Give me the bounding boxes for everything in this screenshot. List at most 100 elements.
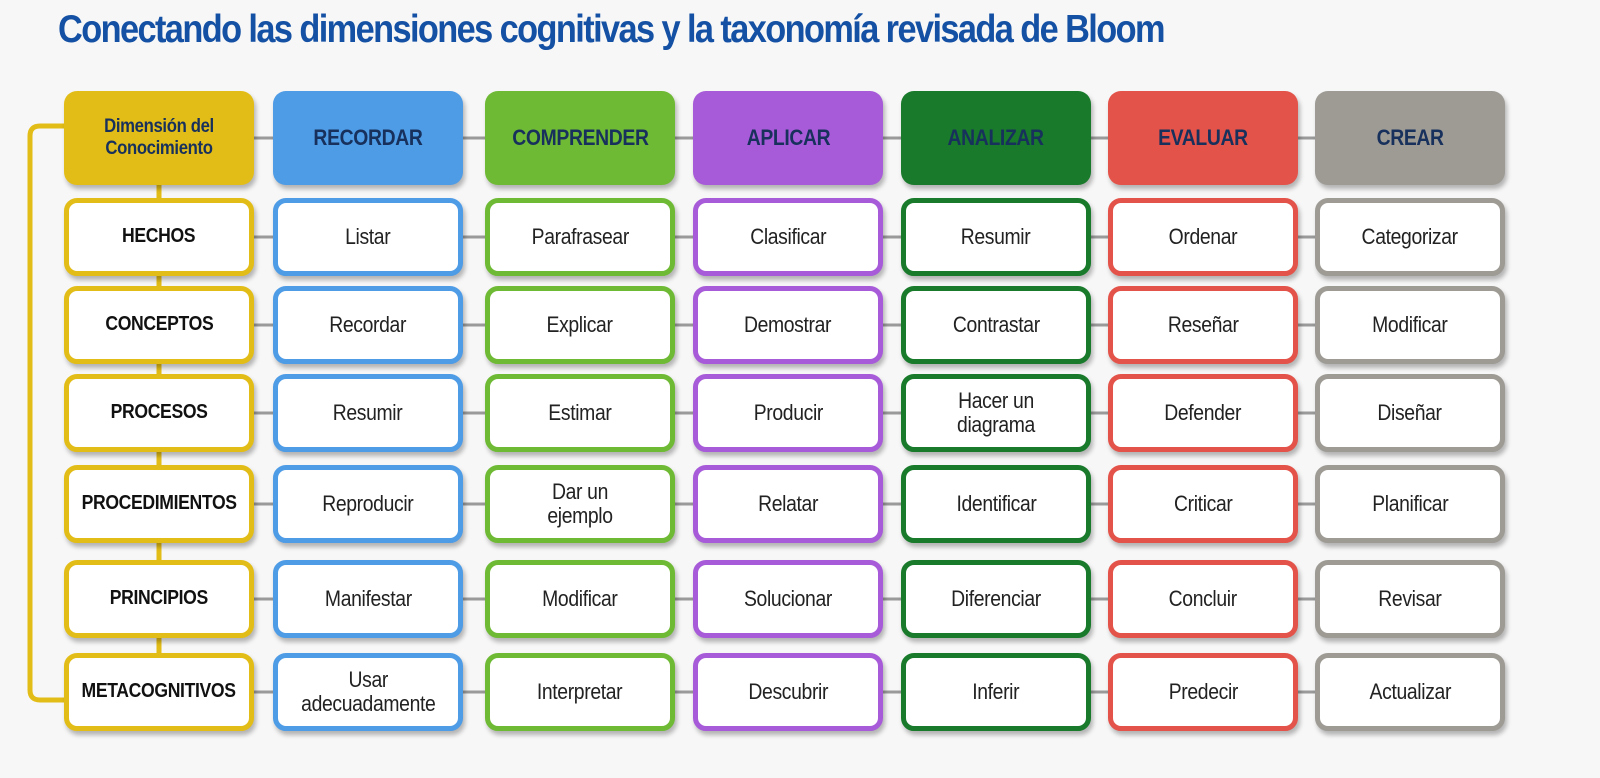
header-crear: CREAR [1315,91,1505,185]
header-recordar: RECORDAR [273,91,463,185]
cell-aplicar-hechos: Clasificar [693,198,883,276]
dimension-procesos-label: PROCESOS [110,401,208,424]
dimension-hechos: HECHOS [64,198,254,276]
header-crear-label: CREAR [1376,125,1444,151]
dimension-principios: PRINCIPIOS [64,560,254,638]
page-title: Conectando las dimensiones cognitivas y … [58,8,1166,51]
dimension-conceptos: CONCEPTOS [64,286,254,364]
cell-aplicar-conceptos-label: Demostrar [744,312,832,338]
cell-recordar-procesos: Resumir [273,374,463,452]
cell-analizar-metacognitivos-label: Inferir [972,679,1020,705]
cell-comprender-procedimientos-label: Dar un ejemplo [547,479,613,528]
header-analizar: ANALIZAR [901,91,1091,185]
cell-crear-conceptos-label: Modificar [1372,312,1448,338]
cell-crear-procesos: Diseñar [1315,374,1505,452]
cell-evaluar-hechos-label: Ordenar [1168,224,1238,250]
cell-recordar-conceptos: Recordar [273,286,463,364]
cell-comprender-conceptos: Explicar [485,286,675,364]
dimension-procedimientos-label: PROCEDIMIENTOS [81,492,237,515]
cell-recordar-hechos: Listar [273,198,463,276]
cell-comprender-procesos-label: Estimar [548,400,612,426]
cell-aplicar-procesos: Producir [693,374,883,452]
cell-evaluar-hechos: Ordenar [1108,198,1298,276]
cell-crear-principios: Revisar [1315,560,1505,638]
header-aplicar: APLICAR [693,91,883,185]
dimension-principios-label: PRINCIPIOS [109,587,209,610]
dimension-header: Dimensión del Conocimiento [64,91,254,185]
cell-analizar-hechos: Resumir [901,198,1091,276]
cell-aplicar-principios: Solucionar [693,560,883,638]
cell-analizar-hechos-label: Resumir [961,224,1031,250]
cell-crear-procedimientos: Planificar [1315,465,1505,543]
cell-comprender-hechos-label: Parafrasear [531,224,629,250]
cell-recordar-procedimientos: Reproducir [273,465,463,543]
cell-evaluar-metacognitivos-label: Predecir [1168,679,1238,705]
dimension-metacognitivos-label: METACOGNITIVOS [81,680,237,703]
cell-crear-metacognitivos-label: Actualizar [1369,679,1451,705]
header-aplicar-label: APLICAR [746,125,830,151]
cell-aplicar-conceptos: Demostrar [693,286,883,364]
cell-comprender-procedimientos: Dar un ejemplo [485,465,675,543]
dimension-header-label: Dimensión del Conocimiento [104,116,214,159]
cell-comprender-principios-label: Modificar [542,586,618,612]
cell-recordar-procesos-label: Resumir [333,400,403,426]
cell-evaluar-procedimientos: Criticar [1108,465,1298,543]
dimension-hechos-label: HECHOS [122,225,196,248]
cell-evaluar-metacognitivos: Predecir [1108,653,1298,731]
cell-aplicar-procedimientos: Relatar [693,465,883,543]
cell-recordar-hechos-label: Listar [345,224,391,250]
cell-comprender-metacognitivos: Interpretar [485,653,675,731]
cell-comprender-hechos: Parafrasear [485,198,675,276]
cell-evaluar-principios: Concluir [1108,560,1298,638]
cell-evaluar-procedimientos-label: Criticar [1173,491,1233,517]
cell-aplicar-procesos-label: Producir [753,400,823,426]
header-analizar-label: ANALIZAR [947,125,1045,151]
header-recordar-label: RECORDAR [313,125,423,151]
cell-comprender-metacognitivos-label: Interpretar [537,679,623,705]
cell-comprender-conceptos-label: Explicar [546,312,614,338]
cell-crear-hechos: Categorizar [1315,198,1505,276]
cell-analizar-conceptos: Contrastar [901,286,1091,364]
cell-analizar-procesos-label: Hacer un diagrama [957,388,1035,437]
cell-aplicar-metacognitivos: Descubrir [693,653,883,731]
header-evaluar-label: EVALUAR [1158,125,1248,151]
cell-evaluar-procesos: Defender [1108,374,1298,452]
cell-recordar-metacognitivos-label: Usar adecuadamente [300,667,436,716]
cell-evaluar-conceptos-label: Reseñar [1167,312,1239,338]
header-evaluar: EVALUAR [1108,91,1298,185]
cell-comprender-principios: Modificar [485,560,675,638]
header-comprender: COMPRENDER [485,91,675,185]
cell-crear-principios-label: Revisar [1378,586,1442,612]
cell-analizar-procesos: Hacer un diagrama [901,374,1091,452]
cell-crear-metacognitivos: Actualizar [1315,653,1505,731]
cell-crear-procesos-label: Diseñar [1377,400,1443,426]
cell-crear-hechos-label: Categorizar [1361,224,1459,250]
cell-recordar-principios-label: Manifestar [324,586,412,612]
dimension-conceptos-label: CONCEPTOS [105,313,213,336]
cell-analizar-principios-label: Diferenciar [951,586,1041,612]
cell-recordar-principios: Manifestar [273,560,463,638]
cell-evaluar-procesos-label: Defender [1164,400,1242,426]
cell-analizar-procedimientos: Identificar [901,465,1091,543]
cell-analizar-procedimientos-label: Identificar [955,491,1037,517]
cell-analizar-metacognitivos: Inferir [901,653,1091,731]
cell-comprender-procesos: Estimar [485,374,675,452]
cell-recordar-procedimientos-label: Reproducir [322,491,414,517]
cell-evaluar-principios-label: Concluir [1168,586,1238,612]
cell-aplicar-hechos-label: Clasificar [749,224,827,250]
cell-aplicar-principios-label: Solucionar [744,586,832,612]
cell-crear-procedimientos-label: Planificar [1371,491,1449,517]
dimension-bracket [27,123,64,703]
cell-analizar-conceptos-label: Contrastar [952,312,1040,338]
dimension-procedimientos: PROCEDIMIENTOS [64,465,254,543]
dimension-procesos: PROCESOS [64,374,254,452]
cell-analizar-principios: Diferenciar [901,560,1091,638]
cell-evaluar-conceptos: Reseñar [1108,286,1298,364]
header-comprender-label: COMPRENDER [511,125,649,151]
dimension-metacognitivos: METACOGNITIVOS [64,653,254,731]
cell-recordar-conceptos-label: Recordar [329,312,407,338]
cell-aplicar-metacognitivos-label: Descubrir [748,679,828,705]
cell-recordar-metacognitivos: Usar adecuadamente [273,653,463,731]
cell-aplicar-procedimientos-label: Relatar [758,491,818,517]
